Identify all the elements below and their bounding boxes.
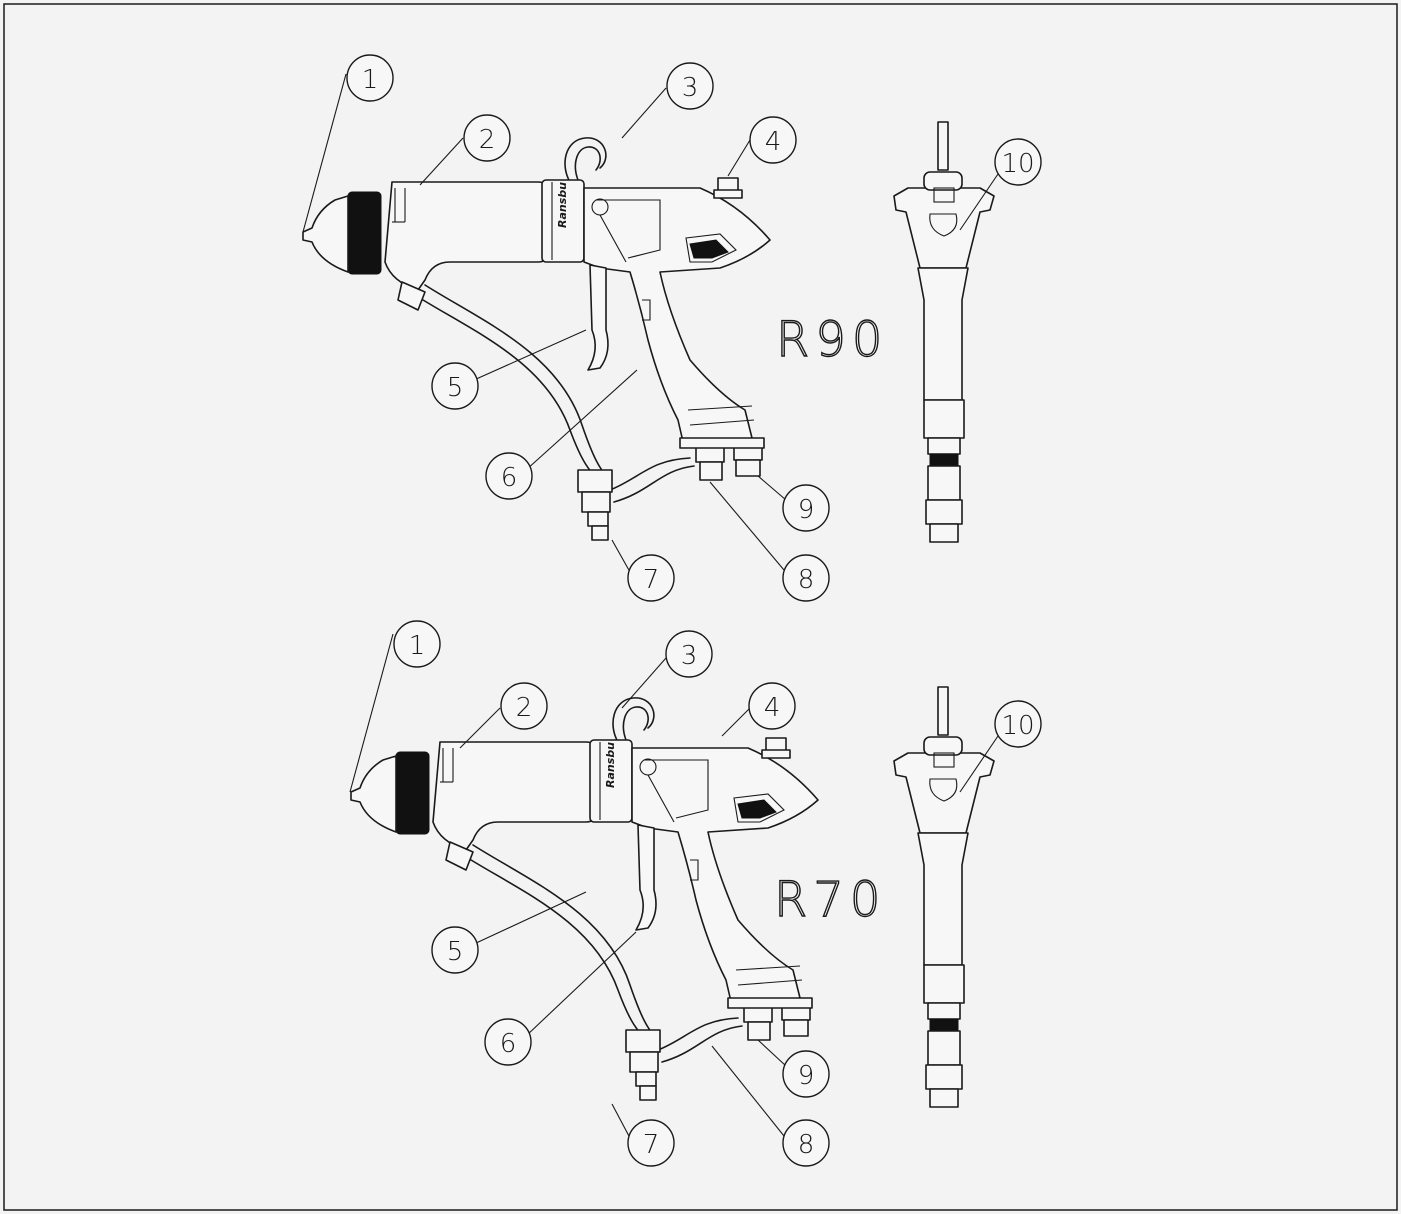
callout-6: 6 (501, 463, 518, 493)
callout-5: 5 (447, 937, 464, 967)
gun-side-view-r90 (302, 137, 771, 541)
callout-5: 5 (447, 373, 464, 403)
callout-9: 9 (798, 1061, 815, 1091)
callout-1: 1 (362, 65, 379, 95)
callout-7: 7 (643, 565, 660, 595)
callout-6: 6 (500, 1029, 517, 1059)
callout-10: 10 (1001, 149, 1034, 179)
callout-8: 8 (798, 1130, 815, 1160)
model-label-r90: R90 (776, 312, 888, 368)
callouts-r70: 1 2 3 4 5 6 7 8 9 10 (349, 620, 1042, 1167)
callout-1: 1 (409, 631, 426, 661)
callout-4: 4 (764, 693, 781, 723)
callout-3: 3 (682, 73, 699, 103)
callout-8: 8 (798, 565, 815, 595)
callout-10: 10 (1001, 711, 1034, 741)
gun-front-view-r90 (893, 121, 995, 543)
callout-2: 2 (479, 125, 496, 155)
callout-3: 3 (681, 641, 698, 671)
callout-4: 4 (765, 127, 782, 157)
callouts-r90: 1 2 3 4 5 6 7 8 9 10 (302, 54, 1042, 602)
frame-border (3, 3, 1398, 1211)
model-label-r70: R70 (774, 872, 886, 928)
gun-front-view-r70 (893, 686, 995, 1108)
gun-side-view-r70 (350, 697, 819, 1101)
callout-9: 9 (798, 495, 815, 525)
callout-7: 7 (643, 1130, 660, 1160)
callout-2: 2 (516, 693, 533, 723)
